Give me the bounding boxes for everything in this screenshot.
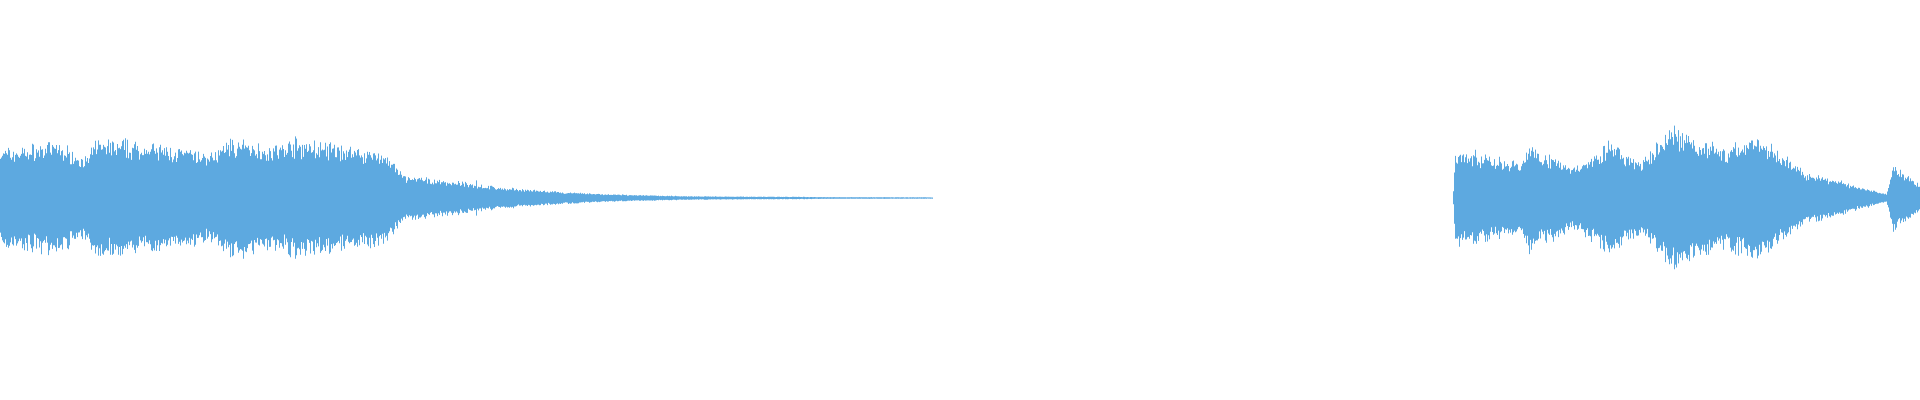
waveform-samples xyxy=(0,125,1920,270)
waveform-path xyxy=(0,125,1920,270)
